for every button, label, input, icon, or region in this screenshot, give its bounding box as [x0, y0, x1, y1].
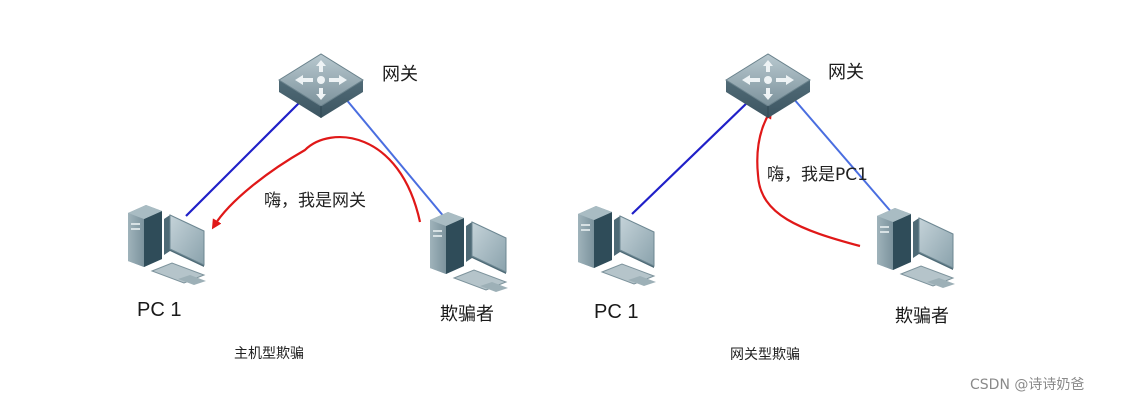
- attacker-computer-icon: [429, 211, 509, 293]
- spoof-arrow: [211, 136, 422, 230]
- diagram-caption: 主机型欺骗: [234, 346, 304, 362]
- pc1-computer-icon: [577, 205, 657, 287]
- diagram-gateway-spoofing: [577, 53, 956, 289]
- gateway-router-icon: [725, 53, 811, 119]
- link-gateway-pc1: [631, 99, 751, 215]
- link-gateway-attacker: [344, 97, 446, 219]
- link-gateway-pc1: [185, 99, 303, 217]
- spoof-arrow: [756, 108, 861, 248]
- spoof-speech-text: 嗨，我是网关: [264, 191, 366, 211]
- pc1-label: PC 1: [137, 299, 182, 321]
- attacker-label: 欺骗者: [440, 304, 494, 325]
- csdn-watermark: CSDN @诗诗奶爸: [970, 377, 1085, 393]
- gateway-router-icon: [278, 53, 364, 119]
- diagram-caption: 网关型欺骗: [730, 347, 800, 363]
- diagram-host-spoofing: [127, 53, 509, 293]
- pc1-computer-icon: [127, 204, 207, 286]
- gateway-label: 网关: [382, 64, 418, 85]
- link-gateway-attacker: [792, 97, 894, 215]
- attacker-computer-icon: [876, 207, 956, 289]
- attacker-label: 欺骗者: [895, 306, 949, 327]
- spoof-speech-text: 嗨，我是PC1: [767, 165, 868, 185]
- pc1-label: PC 1: [594, 301, 639, 323]
- gateway-label: 网关: [828, 62, 864, 83]
